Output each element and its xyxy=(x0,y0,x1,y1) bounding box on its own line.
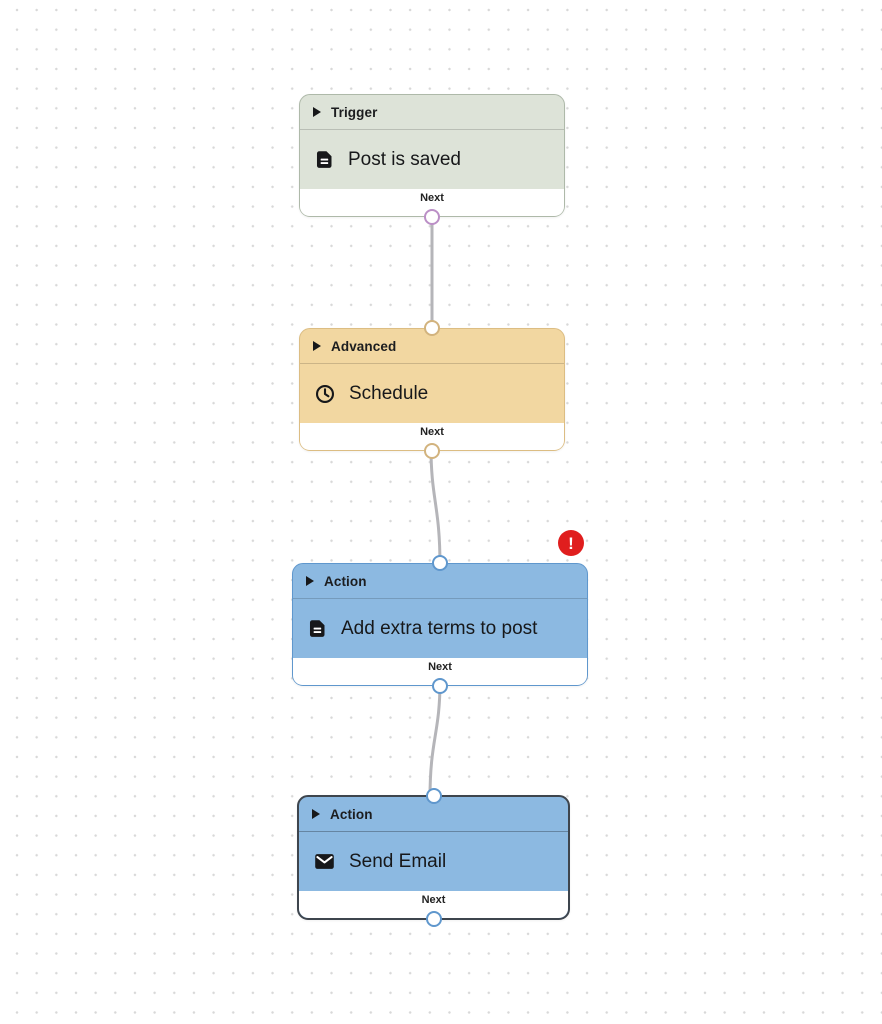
node-advanced-schedule[interactable]: Advanced Schedule Next xyxy=(299,320,565,459)
output-port[interactable] xyxy=(432,678,448,694)
node-category-label: Trigger xyxy=(331,104,378,120)
output-port[interactable] xyxy=(425,911,442,927)
error-icon[interactable]: ! xyxy=(558,530,584,556)
node-title: Schedule xyxy=(349,382,429,404)
document-icon xyxy=(307,618,328,639)
node-header[interactable]: Advanced xyxy=(300,329,564,364)
next-port-label: Next xyxy=(421,894,446,906)
input-port[interactable] xyxy=(424,320,440,336)
node-title: Post is saved xyxy=(348,148,461,170)
collapse-arrow-icon[interactable] xyxy=(313,341,321,351)
connection-edge xyxy=(429,445,442,568)
node-trigger-post-is-saved[interactable]: Trigger Post is saved Next xyxy=(299,94,565,225)
next-port-label: Next xyxy=(420,192,444,204)
node-category-label: Advanced xyxy=(331,338,397,354)
node-header[interactable]: Trigger xyxy=(300,95,564,130)
envelope-icon xyxy=(313,850,336,873)
node-title: Send Email xyxy=(349,850,447,872)
node-category-label: Action xyxy=(324,573,367,589)
next-port-label: Next xyxy=(420,426,444,438)
node-body[interactable]: Add extra terms to post xyxy=(293,599,587,658)
collapse-arrow-icon[interactable] xyxy=(312,809,320,819)
node-body[interactable]: Schedule xyxy=(300,364,564,423)
output-port[interactable] xyxy=(424,209,440,225)
node-header[interactable]: Action xyxy=(299,797,568,832)
node-body[interactable]: Send Email xyxy=(299,832,568,891)
collapse-arrow-icon[interactable] xyxy=(313,107,321,117)
output-port[interactable] xyxy=(424,443,440,459)
node-title: Add extra terms to post xyxy=(341,617,538,639)
input-port[interactable] xyxy=(432,555,448,571)
collapse-arrow-icon[interactable] xyxy=(306,576,314,586)
node-body[interactable]: Post is saved xyxy=(300,130,564,189)
node-action-add-extra-terms[interactable]: Action Add extra terms to post Next xyxy=(292,555,588,694)
next-port-label: Next xyxy=(428,661,452,673)
connection-edge xyxy=(428,679,442,800)
input-port[interactable] xyxy=(425,788,442,804)
clock-icon xyxy=(314,383,336,405)
node-header[interactable]: Action xyxy=(293,564,587,599)
document-icon xyxy=(314,149,335,170)
node-category-label: Action xyxy=(330,806,373,822)
node-action-send-email[interactable]: Action Send Email Next xyxy=(297,788,570,927)
